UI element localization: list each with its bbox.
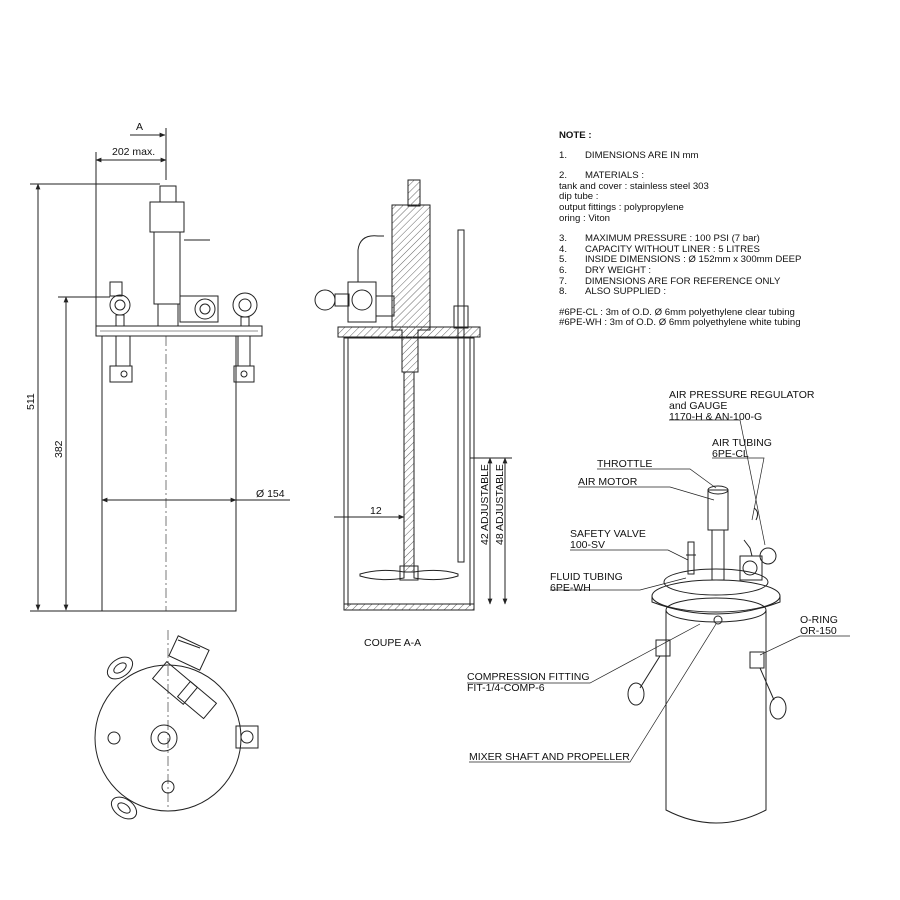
note-2: 2.MATERIALS :: [559, 170, 644, 182]
section-regulator: [314, 235, 395, 323]
note-2-d: oring : Viton: [559, 212, 611, 224]
cover-clamp-left: [109, 335, 133, 383]
top-view-eyebolt-bottom: [110, 796, 138, 820]
note-6: 6.DRY WEIGHT :: [559, 264, 652, 276]
top-view-port: [161, 780, 175, 794]
label-safety-valve-1: SAFETY VALVE: [570, 528, 646, 540]
iso-callouts: AIR PRESSURE REGULATOR and GAUGE 1170-H …: [467, 389, 838, 763]
iso-clamp-left: [627, 639, 671, 706]
top-view-eyebolt-top: [106, 656, 134, 680]
label-throttle: THROTTLE: [597, 458, 652, 470]
label-oring-1: O-RING: [800, 614, 838, 626]
dip-tube: [457, 229, 465, 563]
note-5: 5.INSIDE DIMENSIONS : Ø 152mm x 300mm DE…: [559, 254, 802, 266]
dim-height-total: 511: [25, 183, 160, 611]
note-7: 7.DIMENSIONS ARE FOR REFERENCE ONLY: [559, 275, 781, 287]
tank-cover: [95, 325, 263, 337]
note-2-c: output fittings : polypropylene: [559, 201, 684, 213]
eye-bolt-left: [109, 294, 131, 327]
air-motor-assembly: [149, 185, 219, 327]
top-view-clamp-right: [235, 725, 259, 749]
iso-cover: [651, 579, 781, 613]
mixer-shaft: [403, 371, 415, 573]
note-3: 3.MAXIMUM PRESSURE : 100 PSI (7 bar): [559, 233, 760, 245]
section-view: 12 42 ADJUSTABLE 48 ADJUSTABLE: [314, 179, 512, 611]
cover-clamp-right: [233, 335, 255, 383]
dim-adjust-1-label: 42 ADJUSTABLE: [479, 464, 491, 545]
tank-body: [101, 335, 237, 612]
supplied-1: #6PE-CL : 3m of O.D. Ø 6mm polyethylene …: [559, 306, 795, 318]
dim-diameter-label: Ø 154: [256, 488, 285, 500]
label-fluid-tubing-2: 6PE-WH: [550, 582, 591, 594]
eye-bolt-right: [232, 292, 258, 327]
notes-block: NOTE : 1.DIMENSIONS ARE IN mm 2.MATERIAL…: [559, 130, 889, 329]
label-fluid-tubing-1: FLUID TUBING: [550, 571, 623, 583]
dim-height-body: 382: [53, 296, 110, 611]
iso-regulator: [739, 507, 777, 581]
iso-tank-body: [665, 610, 767, 824]
dim-offset-label: 12: [370, 505, 382, 517]
iso-air-motor: [707, 485, 729, 581]
top-view: [94, 630, 259, 820]
iso-leaders: [467, 419, 850, 763]
label-oring-2: OR-150: [800, 625, 837, 637]
label-air-tubing-1: AIR TUBING: [712, 437, 772, 449]
dim-width: 202 max.: [95, 146, 167, 330]
supplied-2: #6PE-WH : 3m of O.D. Ø 6mm polyethylene …: [559, 317, 801, 329]
isometric-view: [467, 419, 850, 824]
section-marker-label: A: [136, 121, 143, 133]
label-mixer: MIXER SHAFT AND PROPELLER: [469, 751, 630, 763]
notes-heading: NOTE :: [559, 130, 592, 141]
label-air-tubing-2: 6PE-CL: [712, 448, 749, 460]
dim-width-label: 202 max.: [112, 146, 155, 158]
note-2-a: tank and cover : stainless steel 303: [559, 180, 709, 192]
section-title: COUPE A-A: [364, 637, 421, 649]
label-regulator-2: and GAUGE: [669, 400, 727, 412]
label-regulator-1: AIR PRESSURE REGULATOR: [669, 389, 815, 401]
label-safety-valve-2: 100-SV: [570, 539, 605, 551]
dim-adjust-2-label: 48 ADJUSTABLE: [494, 464, 506, 545]
label-compression-1: COMPRESSION FITTING: [467, 671, 590, 683]
note-2-b: dip tube :: [559, 191, 599, 203]
front-view: A 202 max. 511 382 Ø 154: [25, 121, 290, 612]
note-4: 4.CAPACITY WITHOUT LINER : 5 LITRES: [559, 243, 760, 255]
label-air-motor: AIR MOTOR: [578, 476, 638, 488]
iso-clamp-right: [749, 651, 787, 720]
note-8: 8.ALSO SUPPLIED :: [559, 286, 667, 298]
section-marker-a: A: [130, 121, 167, 180]
note-1: 1.DIMENSIONS ARE IN mm: [559, 149, 699, 161]
iso-safety-valve: [686, 541, 696, 575]
section-motor-body: [391, 204, 431, 373]
safety-valve: [109, 281, 123, 297]
dim-height-total-label: 511: [25, 393, 37, 410]
top-view-motor: [151, 635, 218, 720]
label-regulator-3: 1170-H & AN-100-G: [669, 411, 762, 423]
dim-height-body-label: 382: [53, 440, 65, 458]
mixer-propeller: [359, 565, 459, 581]
label-compression-2: FIT-1/4-COMP-6: [467, 682, 545, 694]
